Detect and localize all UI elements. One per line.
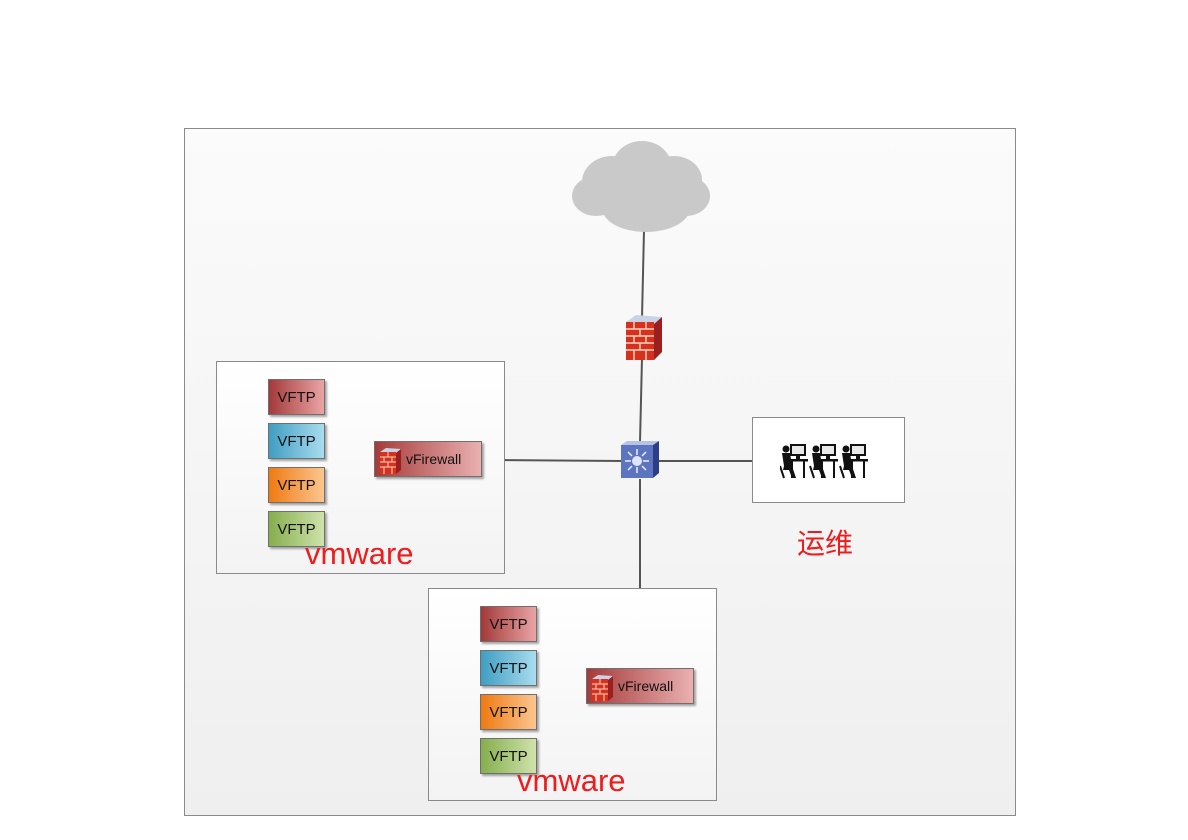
operator-workstation-icon bbox=[780, 443, 869, 479]
vftp-label: VFTP bbox=[489, 703, 528, 721]
vftp-node-1-1: VFTP bbox=[268, 379, 325, 415]
link-firewall-switch bbox=[639, 357, 643, 443]
vfirewall-icon bbox=[380, 448, 401, 474]
vfirewall-label: vFirewall bbox=[406, 451, 462, 467]
vftp-label: VFTP bbox=[489, 615, 528, 633]
vftp-label: VFTP bbox=[277, 520, 316, 538]
vftp-label: VFTP bbox=[277, 432, 316, 450]
vftp-node-2-1: VFTP bbox=[480, 606, 537, 642]
vfirewall-1: vFirewall bbox=[374, 441, 482, 477]
link-switch-vfirewall-1 bbox=[482, 459, 623, 462]
vftp-label: VFTP bbox=[489, 659, 528, 677]
vftp-label: VFTP bbox=[277, 388, 316, 406]
link-cloud-firewall bbox=[641, 229, 645, 319]
vfirewall-label: vFirewall bbox=[618, 678, 674, 694]
vftp-label: VFTP bbox=[489, 747, 528, 765]
switch-icon bbox=[621, 441, 659, 478]
vm-cluster-label: vmware bbox=[517, 763, 626, 798]
vftp-node-2-4: VFTP bbox=[480, 738, 537, 774]
vftp-node-2-3: VFTP bbox=[480, 694, 537, 730]
vftp-node-2-2: VFTP bbox=[480, 650, 537, 686]
firewall-icon bbox=[626, 315, 662, 360]
ops-panel bbox=[752, 417, 905, 503]
cloud-icon bbox=[572, 141, 710, 232]
vftp-node-1-3: VFTP bbox=[268, 467, 325, 503]
vftp-label: VFTP bbox=[277, 476, 316, 494]
ops-label: 运维 bbox=[797, 528, 854, 559]
vfirewall-icon bbox=[592, 675, 613, 701]
vftp-node-1-2: VFTP bbox=[268, 423, 325, 459]
vftp-node-1-4: VFTP bbox=[268, 511, 325, 547]
vm-cluster-label: vmware bbox=[305, 536, 414, 571]
vfirewall-2: vFirewall bbox=[586, 668, 694, 704]
